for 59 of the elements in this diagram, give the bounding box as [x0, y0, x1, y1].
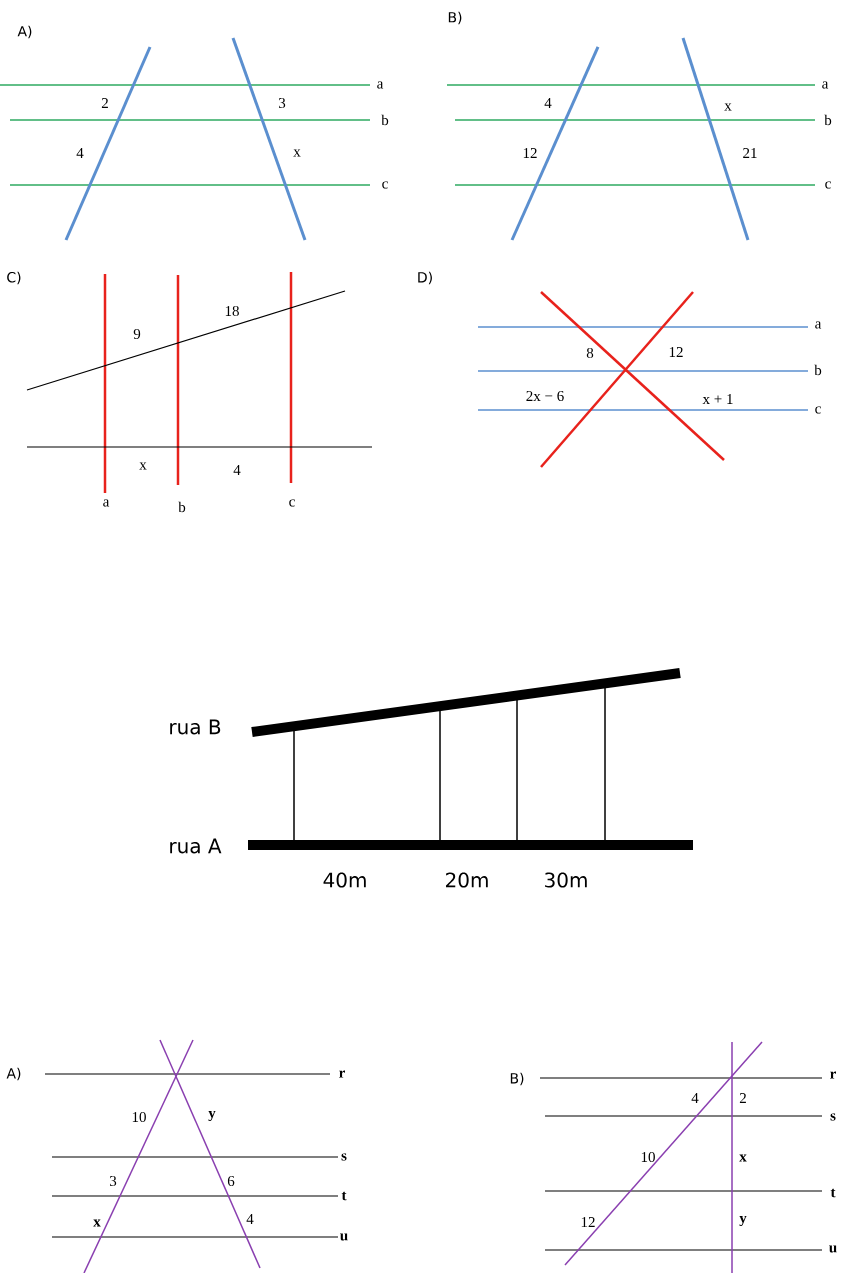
line-label: b	[824, 114, 832, 126]
segment-length: 6	[227, 1175, 235, 1187]
segment-length: 9	[133, 328, 141, 339]
line-label: c	[289, 499, 295, 507]
segment-length: x	[93, 1219, 101, 1227]
segment-length: 10	[641, 1151, 655, 1163]
segment-length: 3	[109, 1175, 117, 1187]
segment-length: 3	[278, 97, 286, 108]
line-label: c	[815, 406, 821, 414]
panel-letter: C)	[7, 271, 21, 285]
segment-length: 2	[101, 98, 108, 108]
segment-length: 10	[132, 1111, 146, 1123]
line-label: b	[814, 364, 822, 376]
segment-length: 4	[76, 148, 84, 158]
segment-length: x	[139, 462, 147, 470]
segment-length: 21	[743, 148, 757, 158]
segment-length: 4	[233, 465, 241, 475]
segment-length: 4	[691, 1093, 699, 1103]
segment-length: x	[739, 1154, 747, 1162]
segment-length: x	[293, 149, 301, 157]
segment-length: 4	[544, 98, 552, 108]
line-label: u	[829, 1245, 837, 1253]
line-label: t	[830, 1188, 836, 1198]
line-label: r	[830, 1071, 836, 1079]
line-label: t	[341, 1191, 347, 1201]
panel-letter: B)	[448, 11, 462, 25]
segment-length: 2	[739, 1093, 746, 1103]
line-label: c	[825, 181, 831, 189]
line-label: u	[340, 1233, 348, 1241]
line-label: s	[341, 1153, 347, 1161]
distance-label: 20m	[446, 872, 488, 888]
segment-length: 12	[523, 148, 537, 158]
line-label: r	[339, 1070, 345, 1078]
line-label: b	[381, 114, 389, 126]
segment-length: 8	[586, 347, 594, 359]
line-label: a	[377, 81, 384, 89]
segment-length: 12	[581, 1217, 595, 1227]
street-name: rua A	[170, 838, 222, 854]
line-label: b	[178, 501, 186, 513]
distance-label: 40m	[323, 872, 366, 888]
segment-length: x	[724, 103, 732, 111]
panel-letter: B)	[510, 1072, 524, 1086]
segment-length: 4	[246, 1214, 254, 1224]
line-label: c	[382, 181, 388, 189]
segment-length: 2x − 6	[526, 390, 564, 401]
line-label: a	[815, 321, 822, 329]
segment-length: y	[739, 1215, 747, 1227]
panel-letter: A)	[17, 25, 32, 39]
distance-label: 30m	[545, 872, 587, 888]
segment-length: x + 1	[702, 394, 733, 404]
panel-letter: D)	[418, 271, 432, 285]
line-label: s	[830, 1113, 836, 1121]
line-label: a	[103, 499, 110, 507]
segment-length: 12	[669, 347, 683, 357]
street-name: rua B	[170, 719, 221, 735]
segment-length: 18	[225, 305, 239, 317]
line-label: a	[822, 81, 829, 89]
panel-letter: A)	[6, 1067, 21, 1081]
segment-length: y	[208, 1110, 216, 1122]
